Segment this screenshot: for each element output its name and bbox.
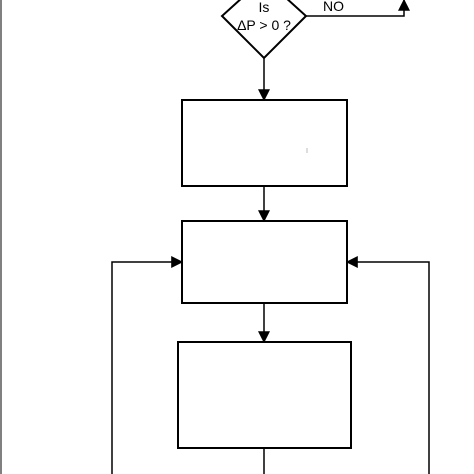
process-box-2	[181, 220, 348, 304]
no-branch-label: NO	[323, 0, 344, 14]
left-loop-connector	[111, 256, 184, 474]
no-branch-connector	[306, 0, 410, 17]
decision-text-line1: Is	[259, 0, 270, 15]
decision-node: Is ΔP > 0 ?	[220, 0, 308, 60]
decision-text-line2: ΔP > 0 ?	[237, 17, 291, 33]
process-box-3	[177, 341, 352, 449]
right-loop-connector	[345, 256, 430, 474]
process-box-1	[181, 99, 348, 187]
no-branch: NO	[306, 0, 410, 17]
